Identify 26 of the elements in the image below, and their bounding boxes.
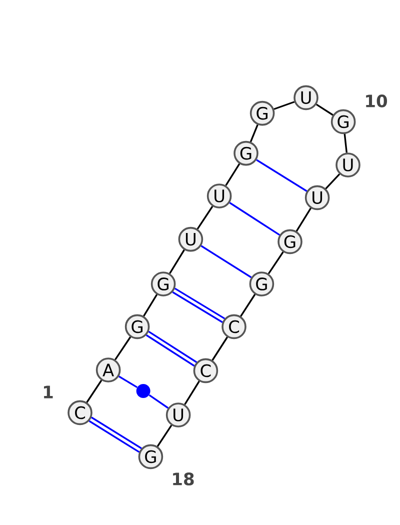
base-pair-line [256, 159, 308, 192]
backbone-line [156, 424, 172, 447]
backbone-line [274, 101, 295, 110]
dot [136, 384, 150, 398]
backbone-line [212, 336, 228, 361]
position-number: 18 [173, 472, 194, 486]
backbone-line [325, 173, 340, 190]
backbone-line [250, 124, 258, 142]
backbone-line [184, 380, 200, 405]
backbone-line [240, 294, 256, 317]
backbone-line [196, 206, 214, 230]
backbone-line [114, 336, 132, 360]
backbone-line [296, 208, 312, 232]
backbone-line [344, 134, 348, 153]
position-number: 10 [366, 94, 388, 108]
backbone-line [143, 294, 158, 317]
backbone-line [316, 104, 334, 116]
backbone-line [86, 380, 102, 403]
base-pair-line [148, 394, 169, 409]
backbone-line [268, 252, 284, 274]
base-pair-line [229, 202, 280, 236]
position-number: 1 [44, 386, 53, 398]
backbone-line [225, 163, 240, 186]
base-pair-line [118, 376, 138, 388]
backbone-line [169, 249, 185, 274]
base-pair-line [200, 245, 252, 278]
